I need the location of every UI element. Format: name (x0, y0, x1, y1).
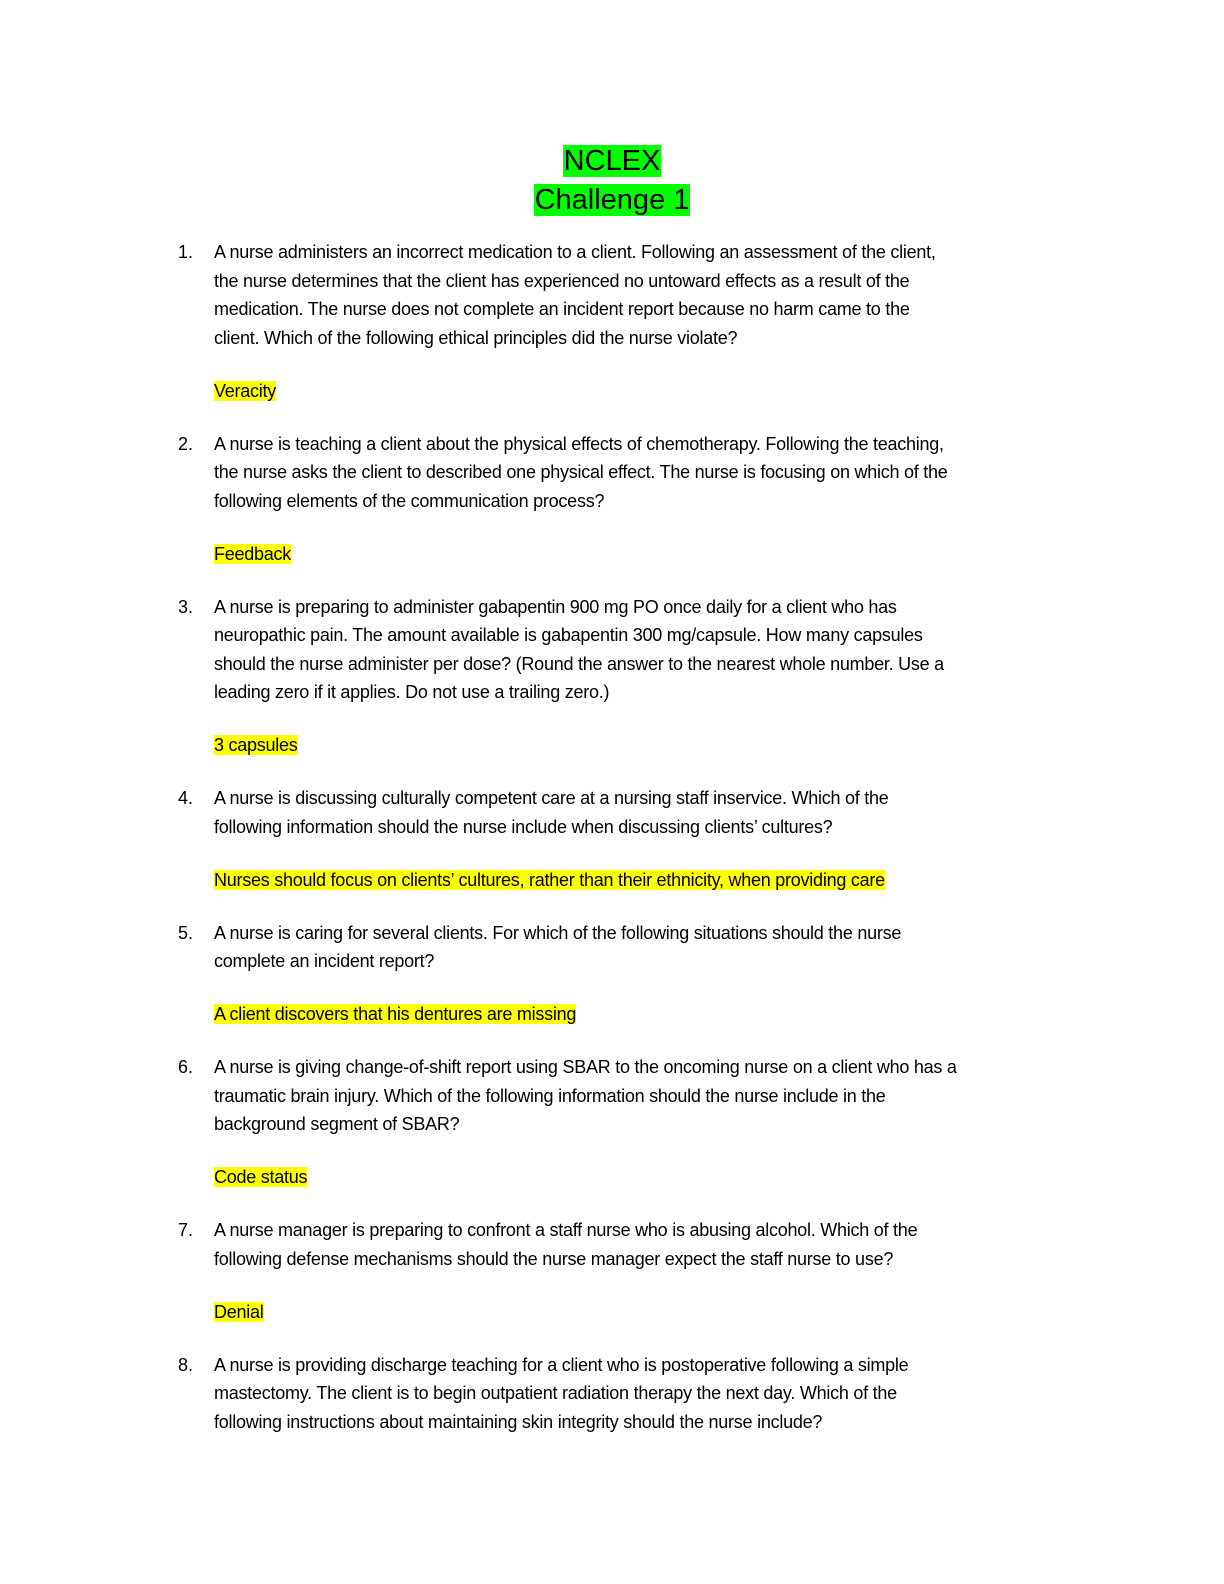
question: 1. A nurse administers an incorrect medic… (178, 238, 1078, 352)
question-line: A nurse administers an incorrect medicat… (214, 242, 936, 262)
question-number: 2. (178, 433, 194, 454)
question-line: A nurse is teaching a client about the p… (214, 433, 944, 454)
answer: Nurses should focus on clients’ cultures… (214, 866, 1078, 895)
title-line: Challenge 1 (533, 184, 691, 216)
question-item: 2. A nurse is teaching a client about the… (178, 430, 1078, 569)
answer: Code status (214, 1163, 1078, 1192)
question: 4. A nurse is discussing culturally compe… (178, 784, 1078, 841)
question-line: following defense mechanisms should the … (214, 1248, 894, 1269)
question-item: 6. A nurse is giving change-of-shift repo… (178, 1053, 1078, 1192)
question-line: leading zero if it applies. Do not use a… (214, 682, 610, 702)
answer-highlight: Nurses should focus on clients’ cultures… (214, 869, 885, 890)
question-item: 4. A nurse is discussing culturally compe… (178, 784, 1078, 894)
question-text: A nurse is discussing culturally compete… (214, 784, 889, 841)
question-line: mastectomy. The client is to begin outpa… (214, 1383, 897, 1403)
question-item: 3. A nurse is preparing to administer gab… (178, 593, 1078, 760)
answer-highlight: Code status (214, 1167, 308, 1187)
question: 8. A nurse is providing discharge teachin… (178, 1351, 1078, 1437)
question-line: neuropathic pain. The amount available i… (214, 625, 923, 645)
question-line: A nurse is discussing culturally compete… (214, 788, 889, 808)
answer: 3 capsules (214, 731, 1078, 760)
answer: Denial (214, 1298, 1078, 1327)
question-line: following information should the nurse i… (214, 816, 833, 837)
question: 7. A nurse manager is preparing to confro… (178, 1216, 1078, 1273)
answer-highlight: A client discovers that his dentures are… (214, 1004, 577, 1024)
question-line: traumatic brain injury. Which of the fol… (214, 1085, 886, 1106)
question: 6. A nurse is giving change-of-shift repo… (178, 1053, 1078, 1139)
question-line: background segment of SBAR? (214, 1114, 460, 1134)
question-text: A nurse is caring for several clients. F… (214, 919, 901, 976)
question-line: client. Which of the following ethical p… (214, 327, 738, 348)
question-text: A nurse administers an incorrect medicat… (214, 238, 936, 352)
question-item: 8. A nurse is providing discharge teachin… (178, 1351, 1078, 1437)
question-line: A nurse is providing discharge teaching … (214, 1354, 909, 1375)
question-line: A nurse is preparing to administer gabap… (214, 596, 897, 617)
answer: Feedback (214, 540, 1078, 569)
question-number: 3. (178, 596, 194, 617)
question-line: medication. The nurse does not complete … (214, 299, 910, 319)
answer-highlight: Denial (214, 1301, 264, 1322)
answer: Veracity (214, 377, 1078, 406)
question-line: complete an incident report? (214, 951, 435, 971)
document-title: NCLEX Challenge 1 (0, 142, 1224, 220)
answer: A client discovers that his dentures are… (214, 1000, 1078, 1029)
question-number: 5. (178, 922, 194, 943)
title-line: NCLEX (562, 145, 662, 177)
question-number: 1. (178, 242, 194, 262)
question-number: 6. (178, 1057, 194, 1077)
question-line: the nurse determines that the client has… (214, 270, 910, 291)
question-item: 7. A nurse manager is preparing to confro… (178, 1216, 1078, 1326)
question-number: 7. (178, 1220, 194, 1240)
question: 3. A nurse is preparing to administer gab… (178, 593, 1078, 707)
question-text: A nurse is preparing to administer gabap… (214, 593, 944, 707)
question-item: 1. A nurse administers an incorrect medic… (178, 238, 1078, 405)
question-line: should the nurse administer per dose? (R… (214, 653, 944, 674)
question-line: A nurse is caring for several clients. F… (214, 922, 902, 943)
question-text: A nurse manager is preparing to confront… (214, 1216, 918, 1273)
answer-highlight: Feedback (214, 543, 292, 564)
question-item: 5. A nurse is caring for several clients.… (178, 919, 1078, 1029)
question-text: A nurse is teaching a client about the p… (214, 430, 948, 516)
question-text: A nurse is giving change-of-shift report… (214, 1053, 957, 1139)
question: 5. A nurse is caring for several clients.… (178, 919, 1078, 976)
question-line: following elements of the communication … (214, 490, 605, 511)
question-list: 1. A nurse administers an incorrect medic… (178, 238, 1078, 1461)
question-number: 4. (178, 788, 194, 808)
question-text: A nurse is providing discharge teaching … (214, 1351, 909, 1437)
question-number: 8. (178, 1354, 194, 1375)
question-line: following instructions about maintaining… (214, 1411, 823, 1432)
question-line: the nurse asks the client to described o… (214, 462, 948, 482)
question-line: A nurse manager is preparing to confront… (214, 1220, 918, 1240)
answer-highlight: Veracity (214, 380, 277, 401)
question-line: A nurse is giving change-of-shift report… (214, 1057, 957, 1077)
question: 2. A nurse is teaching a client about the… (178, 430, 1078, 516)
answer-highlight: 3 capsules (214, 735, 298, 755)
